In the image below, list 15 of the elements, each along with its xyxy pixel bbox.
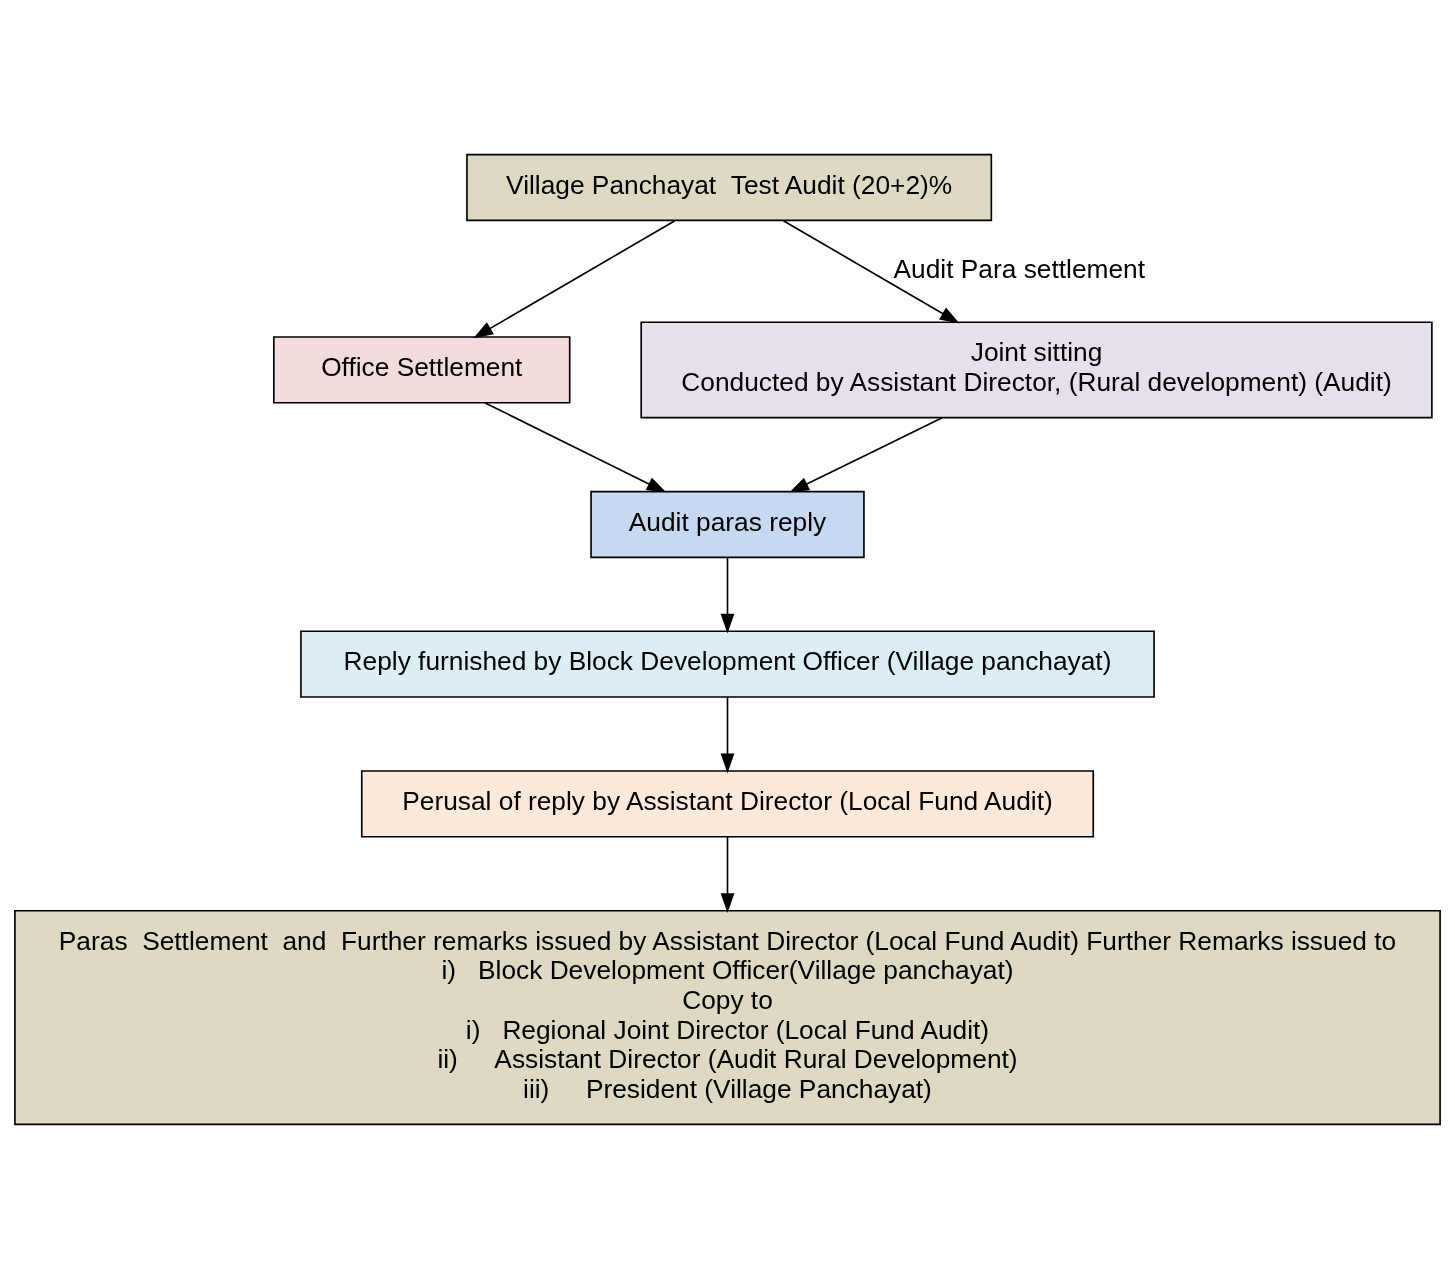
- arrow: [720, 835, 735, 913]
- edge-label: Audit Para settlement: [893, 253, 1145, 284]
- arrow: [473, 219, 676, 338]
- node-box: Reply furnished by Block Development Officer (Village panchayat): [300, 629, 1155, 698]
- node-box: Office Settlement: [273, 335, 571, 404]
- node-box: Paras Settlement and Further remarks issued by Assistant Director (Local Fund Audit) Further Remarks issued to i) Block Development Officer(Village panchayat) Copy to i) Regional Joint Director (Local Fund Audit) ii) Assistant Director (Audit Rural Development) iii) President (Village Panchayat): [14, 909, 1441, 1125]
- arrow: [720, 696, 735, 773]
- arrow: [484, 401, 667, 493]
- node-box: Joint sitting Conducted by Assistant Director, (Rural development) (Audit): [640, 320, 1433, 418]
- node-box: Audit paras reply: [590, 490, 865, 558]
- arrow: [720, 556, 735, 633]
- arrow: [782, 219, 960, 323]
- node-box: Perusal of reply by Assistant Director (Local Fund Audit): [360, 769, 1095, 838]
- arrow: [789, 416, 943, 493]
- node-box: Village Panchayat Test Audit (20+2)%: [466, 153, 993, 221]
